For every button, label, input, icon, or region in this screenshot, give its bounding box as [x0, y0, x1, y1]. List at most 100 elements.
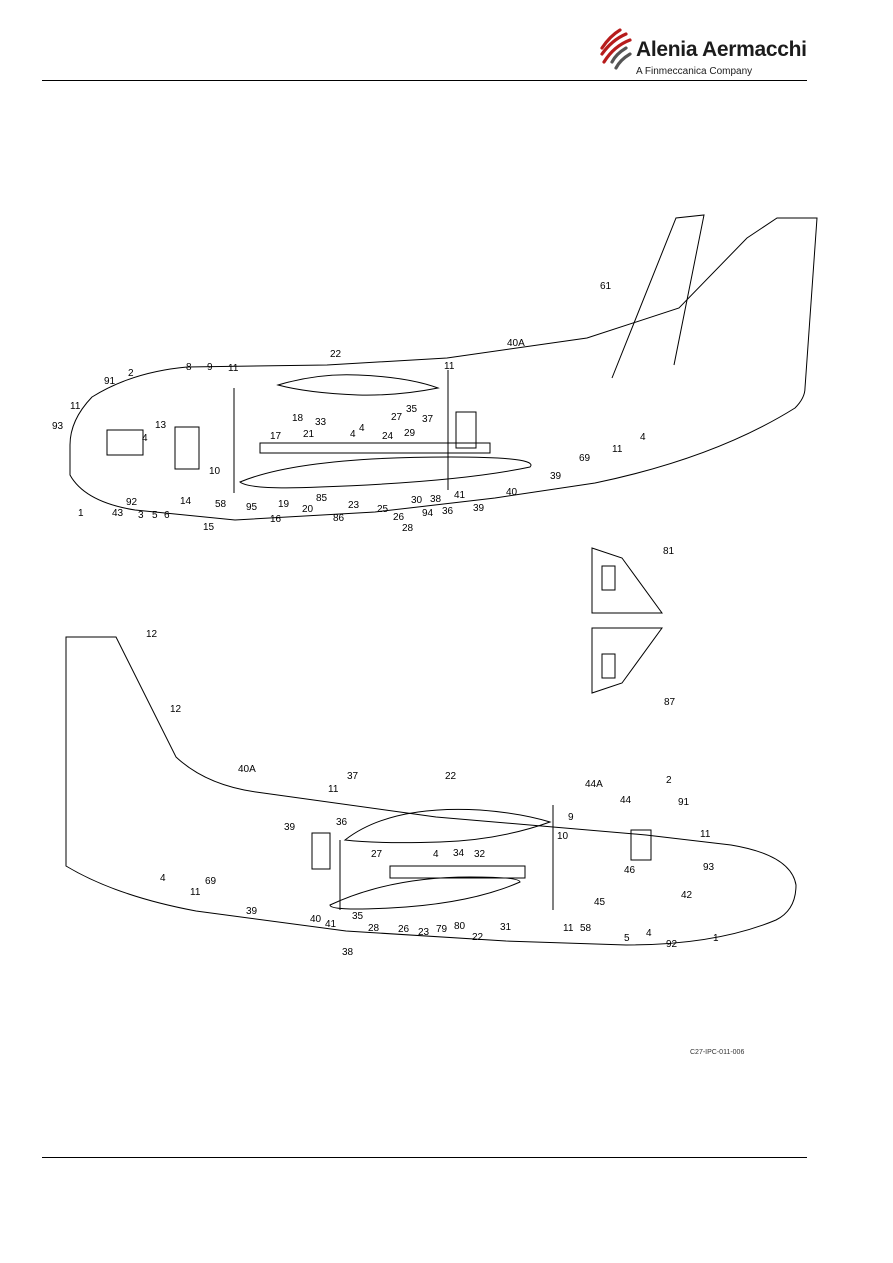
callout-10: 10: [557, 831, 569, 842]
callout-12: 12: [170, 704, 182, 715]
callout-1: 1: [78, 508, 84, 519]
callout-23: 23: [348, 500, 360, 511]
callout-13: 13: [155, 420, 167, 431]
callout-18: 18: [292, 413, 304, 424]
callout-33: 33: [315, 417, 327, 428]
callout-26: 26: [393, 512, 405, 523]
callout-85: 85: [316, 493, 328, 504]
callout-80: 80: [454, 921, 466, 932]
callout-45: 45: [594, 897, 606, 908]
brand-name: Alenia Aermacchi: [636, 38, 807, 61]
callout-11: 11: [700, 829, 711, 840]
callout-11: 11: [328, 784, 339, 795]
callout-30: 30: [411, 495, 423, 506]
callout-20: 20: [302, 504, 314, 515]
callout-11: 11: [444, 361, 455, 372]
callout-11: 11: [228, 363, 239, 374]
callout-22: 22: [445, 771, 457, 782]
callout-3: 3: [138, 510, 144, 521]
callout-25: 25: [377, 504, 389, 515]
callout-39: 39: [473, 503, 485, 514]
callout-4: 4: [359, 423, 365, 434]
callout-93: 93: [703, 862, 715, 873]
callout-44a: 44A: [585, 779, 603, 790]
callout-42: 42: [681, 890, 693, 901]
callout-69: 69: [579, 453, 591, 464]
callout-31: 31: [500, 922, 512, 933]
callout-2: 2: [666, 775, 672, 786]
callout-58: 58: [580, 923, 592, 934]
callout-5: 5: [152, 510, 158, 521]
callout-95: 95: [246, 502, 258, 513]
callout-39: 39: [284, 822, 296, 833]
callout-24: 24: [382, 431, 394, 442]
callout-11: 11: [70, 401, 81, 412]
callout-4: 4: [142, 433, 148, 444]
callout-27: 27: [371, 849, 383, 860]
callout-36: 36: [442, 506, 454, 517]
callout-1: 1: [713, 933, 719, 944]
callout-87: 87: [664, 697, 676, 708]
callout-4: 4: [433, 849, 439, 860]
callout-58: 58: [215, 499, 227, 510]
callout-79: 79: [436, 924, 448, 935]
callout-29: 29: [404, 428, 416, 439]
footer-rule: [42, 1157, 807, 1158]
callout-22: 22: [472, 932, 484, 943]
callout-44: 44: [620, 795, 632, 806]
callout-39: 39: [246, 906, 258, 917]
callout-40a: 40A: [238, 764, 256, 775]
brand-tagline: A Finmeccanica Company: [636, 66, 753, 77]
callout-11: 11: [612, 444, 623, 455]
callout-43: 43: [112, 508, 124, 519]
callout-12: 12: [146, 629, 158, 640]
callout-17: 17: [270, 431, 282, 442]
alenia-aermacchi-logo: [600, 28, 632, 70]
callout-16: 16: [270, 514, 282, 525]
callout-14: 14: [180, 496, 192, 507]
callout-38: 38: [342, 947, 354, 958]
callout-91: 91: [678, 797, 690, 808]
callout-32: 32: [474, 849, 486, 860]
callout-4: 4: [640, 432, 646, 443]
callout-9: 9: [207, 362, 213, 373]
callout-8: 8: [186, 362, 192, 373]
callout-61: 61: [600, 281, 612, 292]
header-rule: [42, 80, 807, 81]
callout-5: 5: [624, 933, 630, 944]
callout-2: 2: [128, 368, 134, 379]
callout-22: 22: [330, 349, 342, 360]
drawing-code: C27-IPC-011-006: [690, 1049, 745, 1056]
callout-86: 86: [333, 513, 345, 524]
callout-69: 69: [205, 876, 217, 887]
callout-37: 37: [347, 771, 359, 782]
callout-92: 92: [126, 497, 138, 508]
callout-28: 28: [402, 523, 414, 534]
callout-9: 9: [568, 812, 574, 823]
callout-4: 4: [160, 873, 166, 884]
callout-46: 46: [624, 865, 636, 876]
callout-11: 11: [190, 887, 201, 898]
callout-91: 91: [104, 376, 116, 387]
callout-21: 21: [303, 429, 315, 440]
callout-39: 39: [550, 471, 562, 482]
callout-35: 35: [352, 911, 364, 922]
callout-93: 93: [52, 421, 64, 432]
callout-38: 38: [430, 494, 442, 505]
callout-37: 37: [422, 414, 434, 425]
callout-92: 92: [666, 939, 678, 950]
callout-11: 11: [563, 923, 574, 934]
callout-10: 10: [209, 466, 221, 477]
callout-36: 36: [336, 817, 348, 828]
callout-27: 27: [391, 412, 403, 423]
callout-28: 28: [368, 923, 380, 934]
callout-94: 94: [422, 508, 434, 519]
callout-4: 4: [646, 928, 652, 939]
upper-aircraft-outline: [69, 214, 818, 521]
lower-aircraft-outline: [65, 636, 797, 946]
callout-40: 40: [310, 914, 322, 925]
callout-4: 4: [350, 429, 356, 440]
callout-40a: 40A: [507, 338, 525, 349]
callout-6: 6: [164, 510, 170, 521]
